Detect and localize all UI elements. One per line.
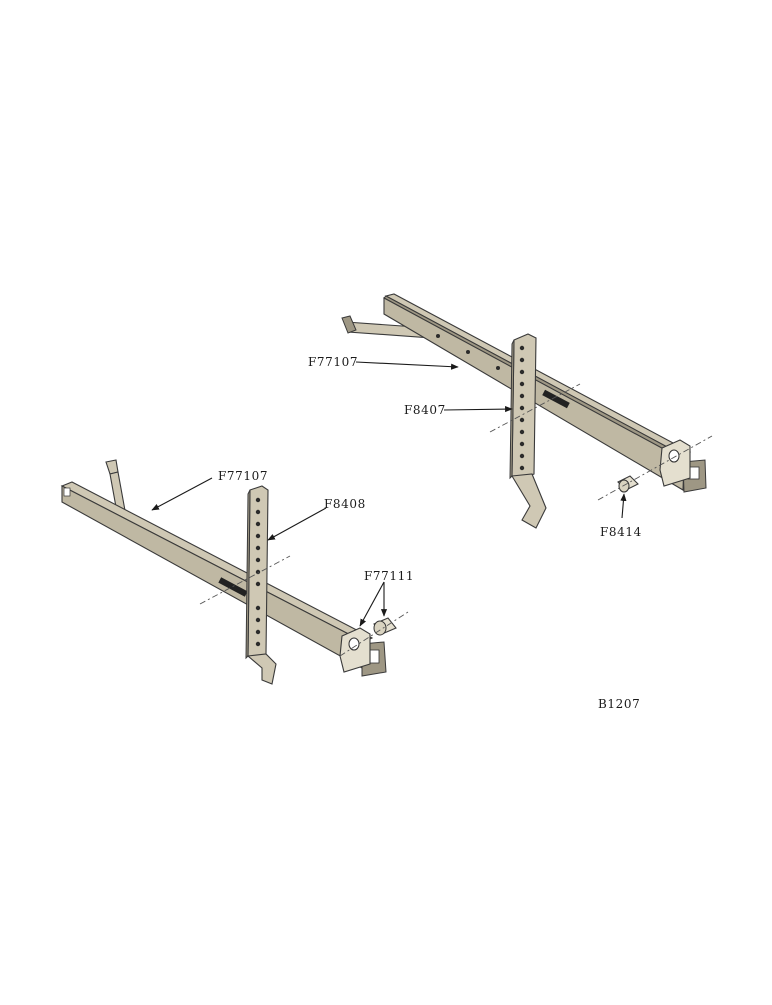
lower-bolt-centerline xyxy=(199,555,291,605)
label-upper-beam: F77107 xyxy=(308,355,358,369)
arrow-lower-shank xyxy=(267,507,327,541)
lower-shank xyxy=(245,485,277,685)
lower-assembly xyxy=(60,459,409,685)
upper-side-brace xyxy=(341,315,433,339)
lower-main-beam xyxy=(60,481,387,677)
label-lower-beam: F77107 xyxy=(218,469,268,483)
leader-lines xyxy=(151,361,627,627)
lower-clamp xyxy=(339,627,371,673)
arrow-lower-bushing-a xyxy=(359,581,385,627)
upper-bushing xyxy=(617,475,639,493)
label-drawing-number: B1207 xyxy=(598,697,640,711)
upper-shank-holes xyxy=(519,345,525,471)
upper-shank xyxy=(509,333,547,529)
label-lower-shank: F8408 xyxy=(324,497,366,511)
upper-pin-centerline xyxy=(597,435,713,501)
upper-bolt-centerline xyxy=(489,383,581,433)
upper-assembly xyxy=(341,293,713,529)
arrow-upper-bushing xyxy=(620,493,627,519)
label-upper-shank: F8407 xyxy=(404,403,446,417)
arrow-upper-beam xyxy=(355,361,459,370)
label-upper-bushing: F8414 xyxy=(600,525,642,539)
arrow-lower-beam xyxy=(151,477,213,511)
label-lower-bushing: F77111 xyxy=(364,569,414,583)
upper-clamp xyxy=(659,439,691,487)
arrow-upper-shank xyxy=(443,406,513,413)
lower-shank-holes xyxy=(255,497,261,647)
upper-main-beam xyxy=(383,293,707,493)
lower-bushing xyxy=(373,617,397,636)
